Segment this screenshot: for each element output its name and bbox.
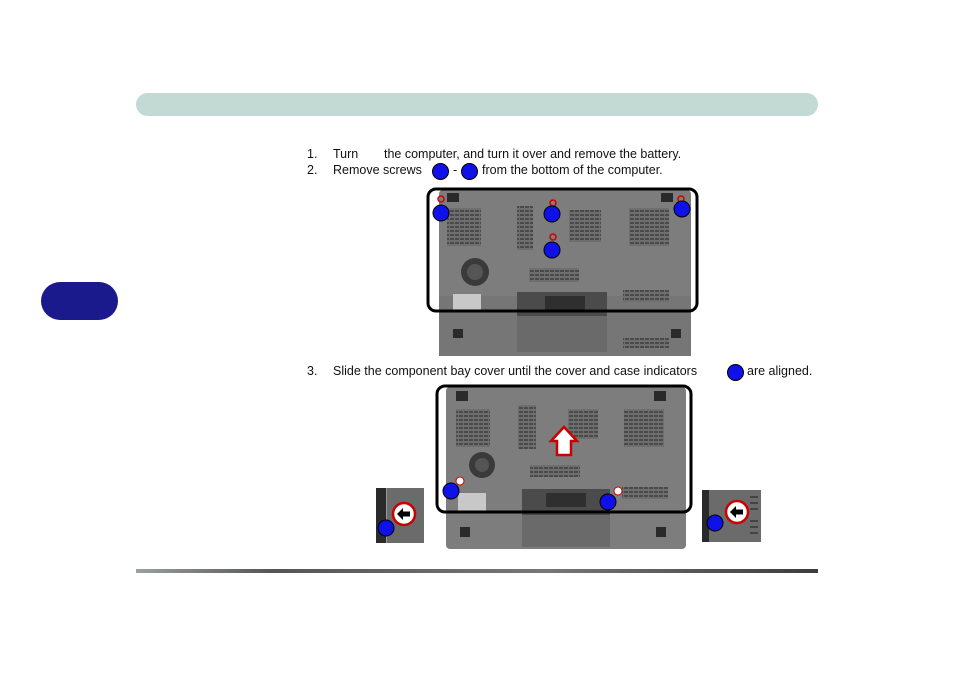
screw-marker-icon <box>673 200 691 218</box>
highlight-frame <box>435 384 693 514</box>
vent <box>623 290 669 302</box>
vent <box>568 409 598 439</box>
rubber-foot <box>453 329 463 338</box>
arrow-left-icon <box>397 508 410 520</box>
arrow-left-icon <box>730 506 743 518</box>
chapter-tab <box>41 282 118 320</box>
zoom-inset-left <box>376 488 424 543</box>
label-sticker <box>453 294 481 310</box>
figure-screws <box>426 187 699 356</box>
screw-marker-icon <box>543 205 561 223</box>
screw-icon <box>437 195 445 203</box>
indicator-marker-icon <box>442 482 460 500</box>
vent <box>624 409 664 447</box>
rubber-foot <box>661 193 673 202</box>
case-indicator-icon <box>613 486 623 496</box>
footer-rule <box>136 569 818 573</box>
vent <box>622 487 668 499</box>
vent <box>569 210 601 242</box>
indicator-marker-icon <box>727 364 744 381</box>
vent <box>447 208 481 246</box>
step-text-a: Turn <box>333 147 359 161</box>
vent <box>517 206 533 250</box>
vent <box>530 465 580 477</box>
screw-marker-icon <box>543 241 561 259</box>
highlight-frame <box>426 187 699 313</box>
rubber-foot <box>447 193 459 202</box>
screw-marker-icon <box>432 204 450 222</box>
step-3: 3. Slide the component bay cover until t… <box>307 364 827 382</box>
screw-icon <box>549 233 557 241</box>
step-separator: - <box>453 163 458 177</box>
vent <box>529 268 579 282</box>
step-2: 2. Remove screws - from the bottom of th… <box>307 163 707 181</box>
vent <box>623 338 669 348</box>
step-text-b: the computer, and turn it over and remov… <box>384 147 682 161</box>
screw-marker-icon <box>461 163 478 180</box>
label-sticker <box>458 493 486 511</box>
indicator-marker-icon <box>599 493 617 511</box>
screw-marker-icon <box>432 163 449 180</box>
rubber-foot <box>671 329 681 338</box>
figure-slide-cover <box>435 384 693 549</box>
header-bar <box>136 93 818 116</box>
step-number: 3. <box>307 364 318 378</box>
step-1: 1. Turn the computer, and turn it over a… <box>307 147 727 163</box>
indicator-marker-icon <box>706 514 724 532</box>
step-text-a: Slide the component bay cover until the … <box>333 364 698 378</box>
vent <box>629 208 669 246</box>
case-indicator-icon <box>455 476 465 486</box>
vent <box>518 405 536 449</box>
step-number: 1. <box>307 147 318 161</box>
vent <box>456 409 490 447</box>
zoom-inset-right <box>702 490 761 542</box>
step-number: 2. <box>307 163 318 177</box>
step-text-b: from the bottom of the computer. <box>482 163 663 177</box>
step-text-a: Remove screws <box>333 163 422 177</box>
step-text-b: are aligned. <box>747 364 813 378</box>
indicator-marker-icon <box>377 519 395 537</box>
arrow-up-icon <box>548 425 580 457</box>
